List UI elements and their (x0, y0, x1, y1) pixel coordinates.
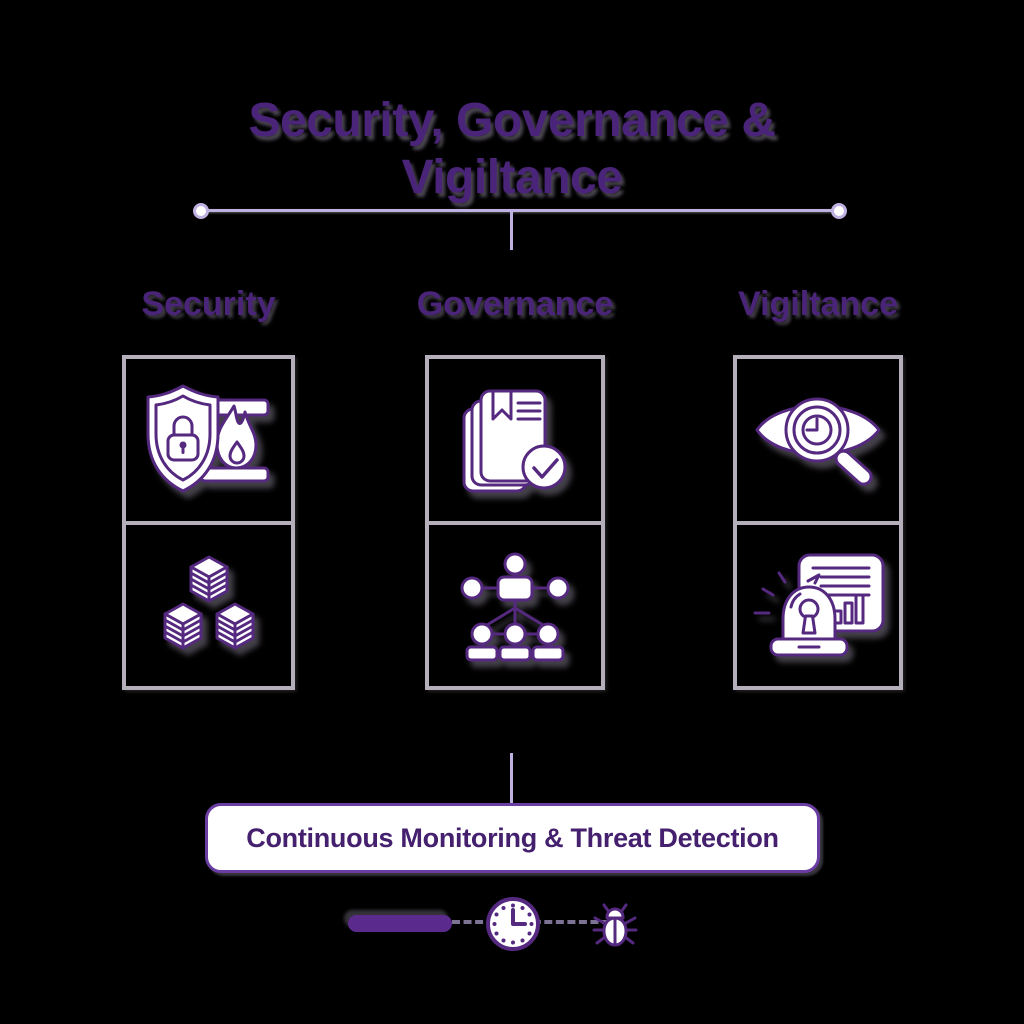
connector-line (201, 209, 839, 212)
cell-governance-2 (429, 525, 601, 687)
compliance-documents-check-icon (462, 389, 567, 493)
cell-security-2 (126, 525, 291, 687)
clock-icon-wrap (484, 895, 542, 958)
connector-node-left (193, 203, 209, 219)
column-label-vigiltance: Vigiltance (738, 285, 898, 323)
data-cubes-icon (163, 555, 254, 650)
page-title-line2: Vigiltance (401, 151, 623, 204)
column-label-governance: Governance (416, 285, 614, 323)
org-chart-icon (460, 552, 570, 662)
shield-lock-firewall-icon (146, 384, 270, 493)
cell-vigiltance-2 (737, 525, 899, 687)
monitoring-banner: Continuous Monitoring & Threat Detection (205, 803, 820, 873)
eye-magnifier-clock-icon (755, 397, 880, 486)
connector-node-right (831, 203, 847, 219)
page-title-line1: Security, Governance & (248, 94, 776, 147)
page-title: Security, Governance & Vigiltance (0, 92, 1024, 206)
column-box-vigiltance (733, 355, 903, 690)
clock-icon (486, 897, 540, 951)
bug-icon (592, 903, 638, 947)
monitoring-banner-label: Continuous Monitoring & Threat Detection (246, 822, 779, 853)
cell-vigiltance-1 (737, 359, 899, 525)
column-box-governance (425, 355, 605, 690)
column-box-security (122, 355, 295, 690)
progress-pill-icon (348, 915, 452, 932)
cell-security-1 (126, 359, 291, 525)
column-label-security: Security (141, 285, 276, 323)
connector-stub-top (510, 212, 513, 250)
cell-governance-1 (429, 359, 601, 525)
alarm-siren-dashboard-icon (753, 553, 885, 657)
connector-stub-bottom (510, 753, 513, 803)
bug-icon-wrap (592, 901, 638, 954)
